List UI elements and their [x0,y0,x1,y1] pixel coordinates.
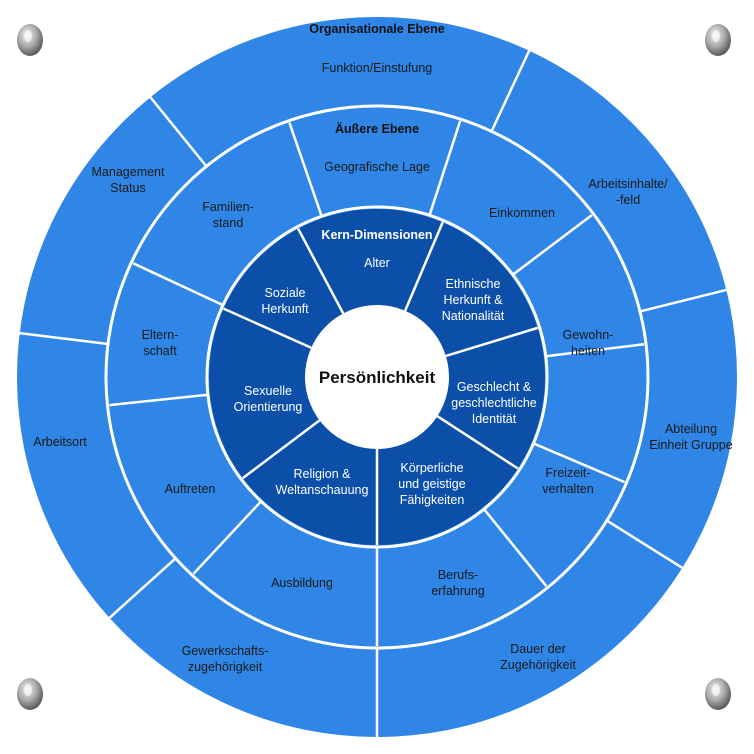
core-segment-label: Weltanschauung [276,483,369,497]
segment-divider [149,96,208,168]
segment-divider [512,214,593,276]
organisational-segment-label: Zugehörigkeit [500,658,576,672]
organisational-segment-label: Gewerkschafts- [182,644,269,658]
core-segment-label: Religion & [294,467,352,481]
segment-divider [639,288,727,313]
segment-divider [242,419,321,480]
core-segment-label: geschlechtliche [451,396,537,410]
organisational-segment-label: Dauer der [510,642,566,656]
segment-divider [19,331,109,346]
organisational-segment-label: Funktion/Einstufung [322,61,433,75]
core-segment-label: Fähigkeiten [400,493,465,507]
ring-separator [205,205,549,549]
external-dividers [109,120,645,646]
core-segment-label: Alter [364,256,390,270]
mounting-pin-icon [705,24,731,56]
external-segment-label: Familien- [202,200,253,214]
segment-divider [436,415,519,470]
segment-divider [288,122,323,217]
organisational-dividers [19,50,727,737]
core-segment-label: und geistige [398,477,465,491]
segment-divider [109,393,209,407]
external-segment-label: stand [213,216,244,230]
core-segment-label: Nationalität [442,309,505,323]
mounting-pin-icon [17,678,43,710]
core-segment-label: Herkunft & [443,293,503,307]
center-circle [305,305,449,449]
external-segment-label: Berufs- [438,568,478,582]
segment-divider [490,50,531,132]
external-segment-label: Ausbildung [271,576,333,590]
core-segment-label: Soziale [265,286,306,300]
external-segment-label: Geografische Lage [324,160,430,174]
core-segment-label: Geschlecht & [457,380,532,394]
core-segment-label: Identität [472,412,517,426]
mounting-pin-icon [705,678,731,710]
organisational-segment-label: Abteilung [665,422,717,436]
segment-divider [132,262,224,307]
mounting-pin-icon [17,24,43,56]
segment-divider [545,342,645,358]
organisational-segment-label: zugehörigkeit [188,660,263,674]
ring-separator [104,104,650,650]
core-segment-label: Ethnische [446,277,501,291]
organisational-segment-label: Management [92,165,165,179]
core-segment-label: Herkunft [261,302,309,316]
segment-divider [428,120,462,216]
external-segment-label: Gewohn- [563,328,614,342]
organisational-segment-label: Arbeitsinhalte/ [588,177,668,191]
core-segment-label: Orientierung [234,400,303,414]
organisational-segment-label: -feld [616,193,640,207]
segment-divider [192,500,262,575]
external-segment-label: Auftreten [165,482,216,496]
external-segment-label: verhalten [542,482,593,496]
organisational-segment-label: Arbeitsort [33,435,87,449]
segment-divider [483,508,548,587]
external-segment-label: heiten [571,344,605,358]
core-segment-label: Körperliche [400,461,463,475]
organisational-title: Organisationale Ebene [309,22,445,36]
segment-divider [403,221,444,312]
organisational-segment-label: Einheit Gruppe [649,438,732,452]
center-label: Persönlichkeit [319,368,436,387]
external-segment-label: Eltern- [142,328,179,342]
external-segment-label: schaft [143,344,177,358]
core-title: Kern-Dimensionen [321,228,432,242]
segment-divider [445,326,539,358]
organisational-segment-label: Status [110,181,145,195]
external-title: Äußere Ebene [335,121,419,136]
core-dividers [223,221,539,545]
core-segment-label: Sexuelle [244,384,292,398]
segment-divider [532,442,626,484]
segment-divider [223,307,312,349]
external-segment-label: erfahrung [431,584,485,598]
segment-divider [108,557,177,619]
segment-divider [297,228,345,315]
external-segment-label: Freizeit- [545,466,590,480]
segment-divider [606,519,683,569]
external-segment-label: Einkommen [489,206,555,220]
